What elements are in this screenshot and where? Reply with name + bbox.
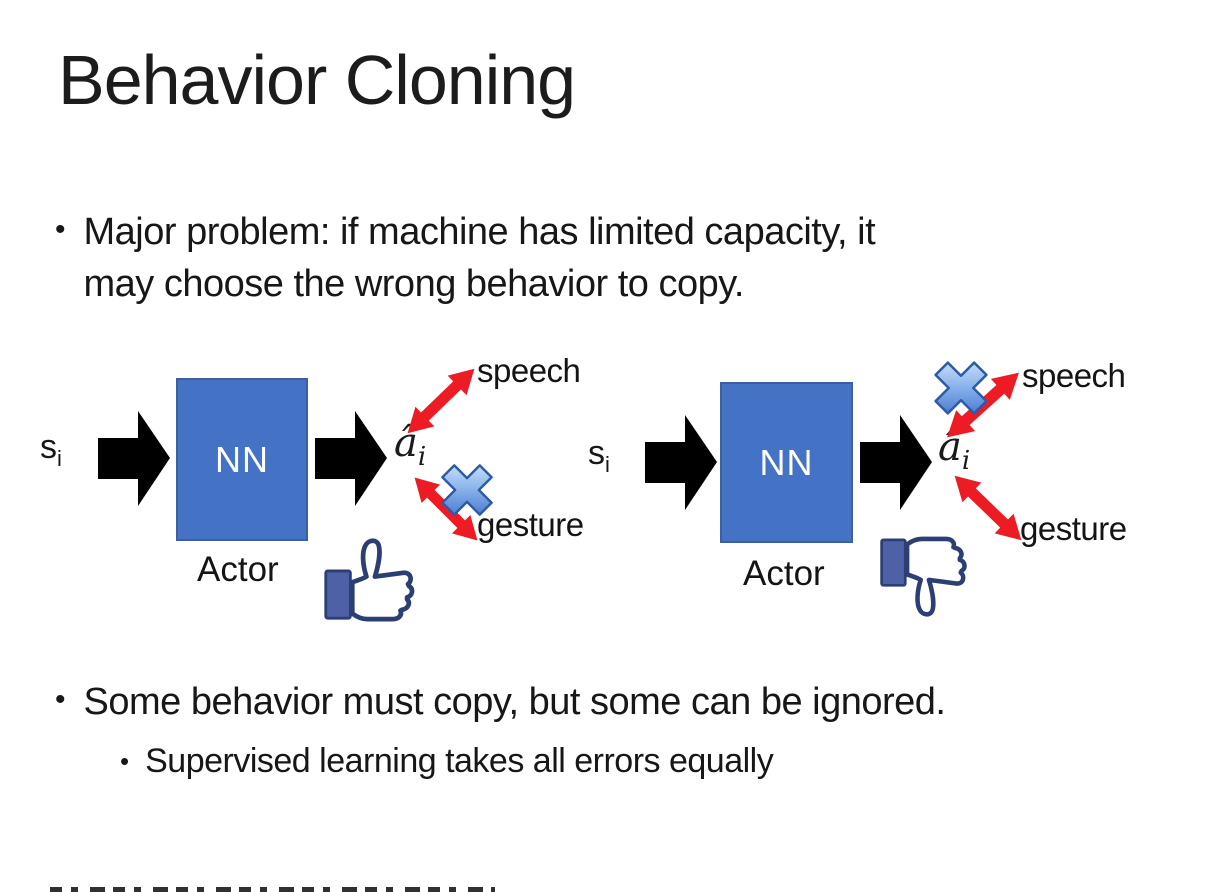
gesture-label: gesture	[1020, 510, 1127, 547]
input-state-label: si	[40, 428, 62, 472]
bullet-line-1: Major problem: if machine has limited ca…	[83, 211, 876, 253]
input-symbol: s	[40, 428, 57, 466]
sub-bullet-supervised: • Supervised learning takes all errors e…	[120, 738, 774, 784]
gesture-label: gesture	[477, 506, 584, 543]
slide-title: Behavior Cloning	[58, 41, 576, 119]
bullet-glyph: •	[55, 683, 66, 716]
output-subscript: i	[961, 446, 971, 476]
output-subscript: i	[417, 442, 427, 472]
nn-box-label: NN	[215, 438, 269, 480]
bullet-glyph: •	[120, 746, 130, 776]
thumbs-up-icon	[324, 538, 415, 622]
bullet-major-problem: • Major problem: if machine has limited …	[55, 206, 876, 310]
cross-out-icon	[934, 361, 988, 415]
block-arrow-icon	[98, 411, 170, 506]
double-arrow-speech-icon	[407, 368, 475, 434]
thumbs-down-icon	[880, 536, 967, 617]
bullet-some-behavior: • Some behavior must copy, but some can …	[55, 676, 946, 728]
double-arrow-gesture-icon	[954, 475, 1022, 541]
double-arrow-gesture-icon	[414, 477, 478, 541]
input-state-label: si	[588, 434, 610, 478]
block-arrow-icon	[645, 415, 717, 510]
nn-box: NN	[176, 378, 308, 541]
actor-caption: Actor	[197, 550, 279, 589]
input-subscript: i	[57, 445, 62, 471]
block-arrow-icon	[860, 415, 932, 510]
speech-label: speech	[477, 352, 581, 389]
actor-caption: Actor	[743, 554, 825, 593]
bullet-line-2: may choose the wrong behavior to copy.	[83, 263, 745, 305]
output-symbol: â	[938, 424, 962, 470]
clipped-text-artifact	[50, 887, 495, 892]
input-symbol: s	[588, 434, 605, 472]
nn-box-label: NN	[759, 441, 814, 483]
output-action-label: âi	[938, 424, 970, 476]
cross-out-icon	[441, 464, 493, 516]
block-arrow-icon	[315, 411, 387, 506]
input-subscript: i	[605, 451, 610, 477]
bullet-glyph: •	[55, 213, 66, 246]
speech-label: speech	[1022, 357, 1126, 394]
nn-box: NN	[720, 382, 853, 543]
sub-bullet-text: Supervised learning takes all errors equ…	[145, 742, 774, 780]
bullet-text: Some behavior must copy, but some can be…	[83, 681, 946, 723]
